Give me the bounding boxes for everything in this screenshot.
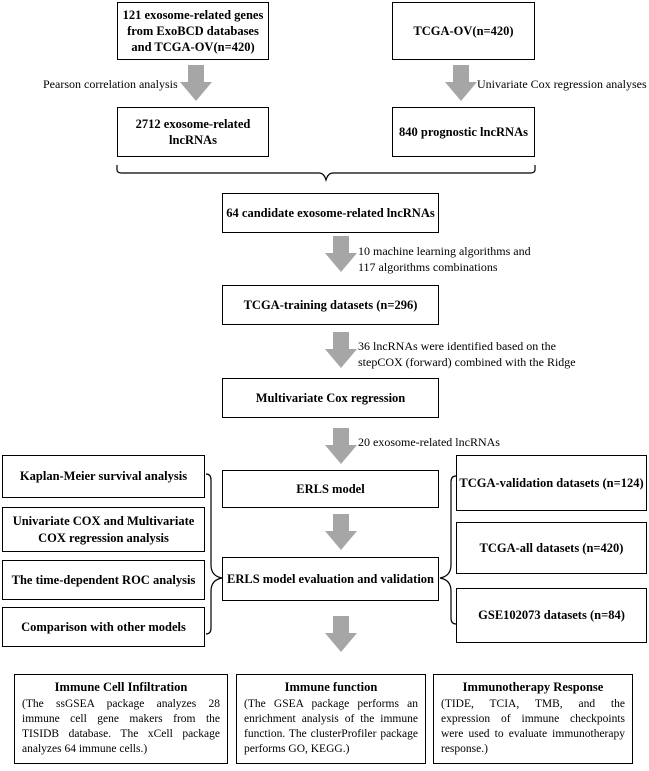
gse-datasets-box: GSE102073 datasets (n=84) xyxy=(456,588,647,643)
arrow-erls xyxy=(325,428,357,464)
arrow-pearson xyxy=(180,65,212,101)
cox-regression-box: Univariate COX and Multivariate COX regr… xyxy=(2,507,205,552)
arrow-ml xyxy=(325,236,357,272)
immune-infiltration-box: Immune Cell Infiltration (The ssGSEA pac… xyxy=(14,674,228,764)
erls-model-box: ERLS model xyxy=(222,470,439,508)
lnc-selection-label: 36 lncRNAs were identified based on the … xyxy=(358,339,576,370)
all-datasets-box: TCGA-all datasets (n=420) xyxy=(456,522,647,574)
evaluation-box: ERLS model evaluation and validation xyxy=(222,557,439,601)
candidate-lncrnas-box: 64 candidate exosome-related lncRNAs xyxy=(222,193,439,233)
arrow-bottom xyxy=(325,616,357,652)
top-merge-brace xyxy=(116,165,536,183)
roc-analysis-box: The time-dependent ROC analysis xyxy=(2,560,205,600)
km-survival-box: Kaplan-Meier survival analysis xyxy=(2,455,205,498)
pearson-label: Pearson correlation analysis xyxy=(43,77,178,91)
immunotherapy-title: Immunotherapy Response xyxy=(462,680,604,694)
immune-infiltration-title: Immune Cell Infiltration xyxy=(54,680,188,694)
ml-label: 10 machine learning algorithms and 117 a… xyxy=(358,244,531,275)
arrow-univariate xyxy=(445,65,477,101)
arrow-model xyxy=(325,514,357,550)
immune-infiltration-text: (The ssGSEA package analyzes 28 immune c… xyxy=(22,697,220,756)
validation-datasets-box: TCGA-validation datasets (n=124) xyxy=(456,455,647,511)
immune-function-text: (The GSEA package performs an enrichment… xyxy=(244,697,418,756)
tcga-ov-box: TCGA-OV(n=420) xyxy=(392,2,535,60)
prognostic-lncrnas-box: 840 prognostic lncRNAs xyxy=(392,107,535,157)
multivariate-cox-box: Multivariate Cox regression xyxy=(222,378,439,418)
arrow-lnc xyxy=(325,332,357,368)
exosome-genes-box: 121 exosome-related genes from ExoBCD da… xyxy=(117,2,269,60)
univariate-label: Univariate Cox regression analyses xyxy=(477,77,647,91)
immunotherapy-box: Immunotherapy Response (TIDE, TCIA, TMB,… xyxy=(433,674,633,764)
right-brace xyxy=(439,475,457,625)
immune-function-title: Immune function xyxy=(284,680,378,694)
erls-lncrnas-label: 20 exosome-related lncRNAs xyxy=(358,435,500,449)
comparison-box: Comparison with other models xyxy=(2,607,205,647)
training-datasets-box: TCGA-training datasets (n=296) xyxy=(222,285,439,325)
immune-function-box: Immune function (The GSEA package perfor… xyxy=(236,674,426,764)
exosome-lncrnas-box: 2712 exosome-related lncRNAs xyxy=(117,107,269,157)
immunotherapy-text: (TIDE, TCIA, TMB, and the expression of … xyxy=(441,697,625,756)
